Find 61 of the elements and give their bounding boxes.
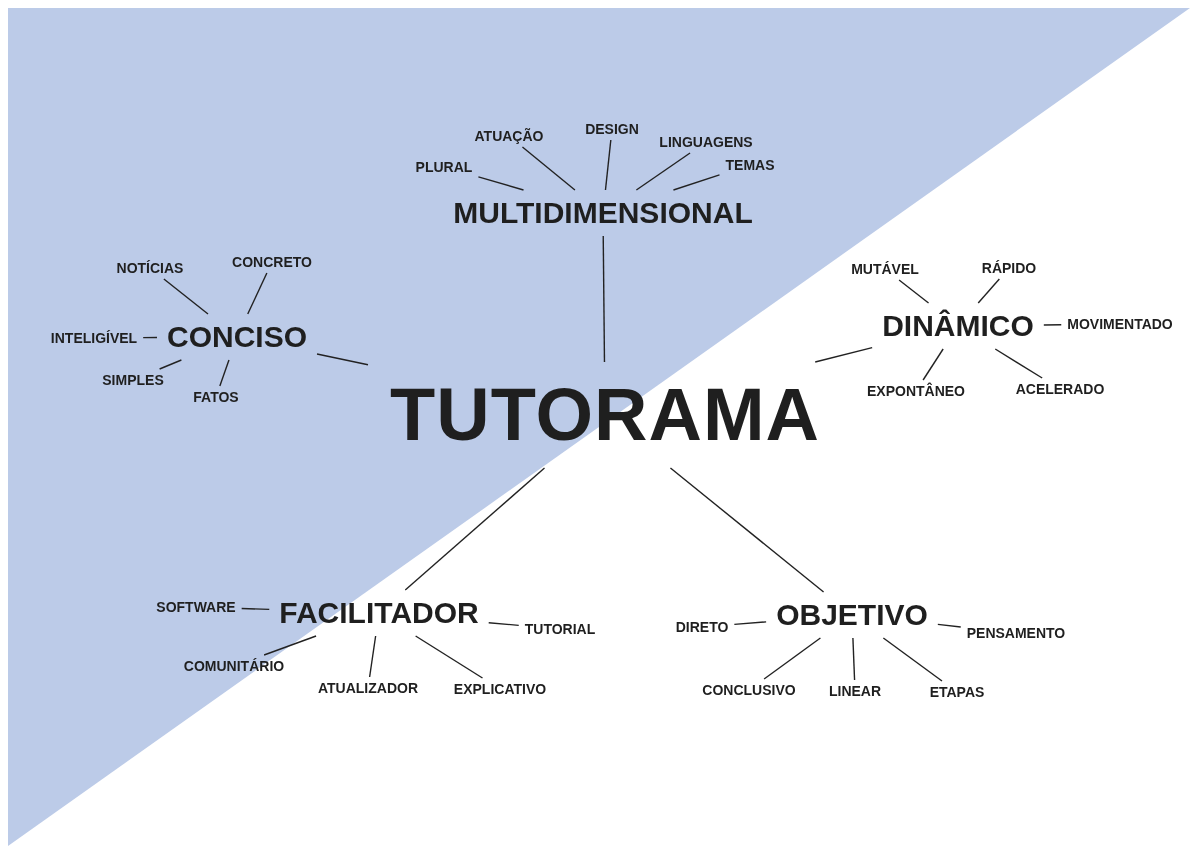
- connector-line: [414, 635, 484, 679]
- connector-line: [219, 359, 230, 387]
- connector-line: [898, 279, 930, 304]
- keyword-label: NOTÍCIAS: [110, 257, 190, 279]
- connector-line: [1043, 324, 1062, 326]
- keyword-label: EXPLICATIVO: [447, 678, 553, 700]
- connector-line: [163, 278, 209, 315]
- keyword-label: SIMPLES: [96, 369, 170, 391]
- keyword-label: ACELERADO: [1009, 378, 1111, 400]
- connector-line: [852, 637, 856, 681]
- keyword-label: INTELIGÍVEL: [44, 327, 144, 349]
- keyword-label: EXPONTÂNEO: [861, 380, 971, 402]
- connector-line: [158, 359, 183, 370]
- connector-line: [368, 635, 377, 678]
- connector-line: [263, 635, 317, 656]
- connector-line: [635, 152, 691, 191]
- keyword-label: PENSAMENTO: [960, 622, 1072, 644]
- keyword-label: DESIGN: [579, 118, 645, 140]
- keyword-label: TEMAS: [719, 154, 781, 176]
- keyword-label: FATOS: [187, 386, 245, 408]
- connector-line: [977, 278, 1001, 304]
- connector-line: [142, 336, 158, 339]
- connector-line: [247, 272, 268, 315]
- topic-label: DINÂMICO: [872, 303, 1044, 349]
- keyword-label: TUTORIAL: [518, 618, 602, 640]
- connector-line: [602, 235, 606, 363]
- keyword-label: MOVIMENTADO: [1061, 313, 1179, 335]
- keyword-label: ATUALIZADOR: [311, 677, 425, 699]
- connector-line: [477, 176, 525, 191]
- connector-line: [814, 346, 873, 363]
- connector-line: [316, 353, 369, 366]
- topic-label: OBJETIVO: [766, 592, 938, 638]
- keyword-label: PLURAL: [409, 156, 479, 178]
- connector-line: [672, 174, 721, 191]
- keyword-label: COMUNITÁRIO: [177, 655, 291, 677]
- keyword-label: MUTÁVEL: [845, 258, 925, 280]
- central-topic: TUTORAMA: [368, 362, 842, 468]
- topic-label: CONCISO: [157, 314, 317, 360]
- connector-line: [404, 467, 546, 591]
- connector-line: [604, 139, 612, 191]
- connector-line: [937, 623, 962, 628]
- connector-line: [733, 621, 767, 626]
- keyword-label: ATUAÇÃO: [468, 125, 550, 147]
- keyword-label: CONCLUSIVO: [696, 679, 802, 701]
- connector-line: [922, 348, 944, 381]
- keyword-label: DIRETO: [669, 616, 735, 638]
- connector-line: [669, 467, 825, 593]
- connector-line: [882, 637, 943, 682]
- keyword-label: CONCRETO: [226, 251, 318, 273]
- topic-label: FACILITADOR: [269, 590, 489, 636]
- connector-line: [994, 348, 1043, 379]
- connector-line: [763, 637, 822, 680]
- keyword-label: LINEAR: [822, 680, 888, 702]
- connector-line: [521, 146, 576, 191]
- keyword-label: SOFTWARE: [150, 596, 242, 618]
- connector-line: [488, 622, 520, 627]
- connector-line: [240, 607, 270, 611]
- keyword-label: ETAPAS: [923, 681, 991, 703]
- keyword-label: RÁPIDO: [975, 257, 1043, 279]
- topic-label: MULTIDIMENSIONAL: [443, 190, 763, 236]
- keyword-label: LINGUAGENS: [653, 131, 759, 153]
